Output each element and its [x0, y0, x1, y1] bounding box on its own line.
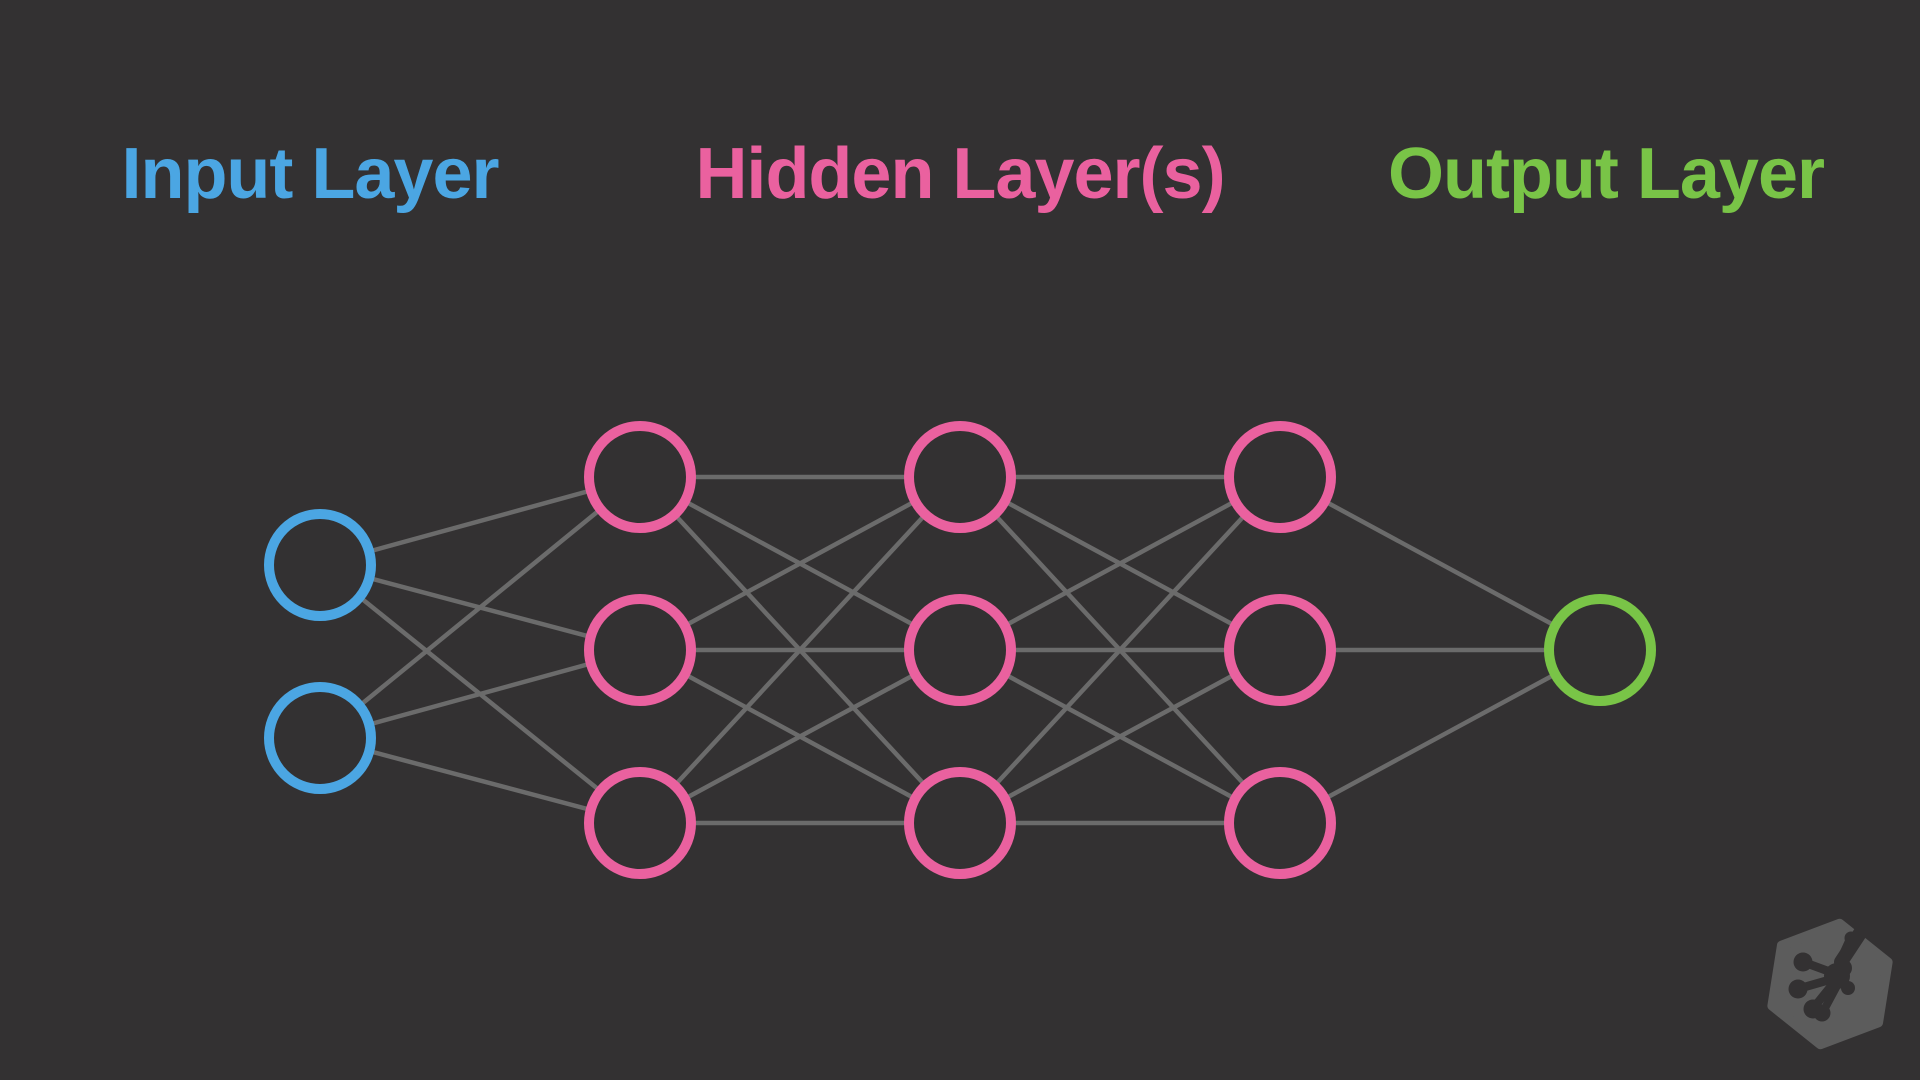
- input-layer-heading: Input Layer: [121, 134, 499, 214]
- hidden-node: [584, 767, 696, 879]
- treehouse-logo-icon: [1767, 918, 1893, 1050]
- network-edge: [958, 475, 1282, 652]
- network-edge: [958, 475, 1282, 825]
- hidden-node: [904, 594, 1016, 706]
- output-layer-heading: Output Layer: [1387, 134, 1825, 214]
- hidden-node: [1224, 767, 1336, 879]
- network-edge: [638, 648, 962, 825]
- hidden-layers-heading: Hidden Layer(s): [695, 134, 1225, 214]
- network-edge: [1278, 648, 1602, 825]
- network-edge: [1278, 475, 1602, 652]
- network-edge: [638, 475, 962, 825]
- hidden-node: [584, 594, 696, 706]
- network-edge: [638, 475, 962, 652]
- hidden-node: [904, 421, 1016, 533]
- hidden-node: [904, 767, 1016, 879]
- input-node: [264, 682, 376, 794]
- output-node: [1544, 594, 1656, 706]
- hidden-node: [1224, 594, 1336, 706]
- hidden-node: [1224, 421, 1336, 533]
- input-node: [264, 509, 376, 621]
- network-edge: [318, 475, 642, 740]
- hidden-node: [584, 421, 696, 533]
- network-edge: [958, 648, 1282, 825]
